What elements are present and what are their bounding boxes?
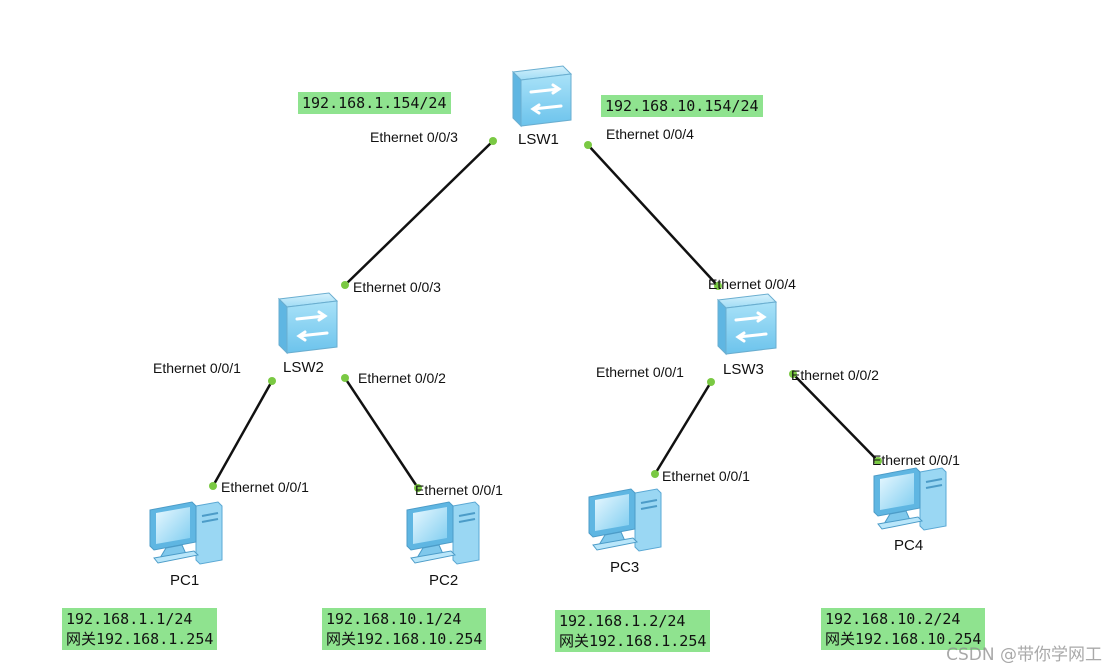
ip-pc4: 192.168.10.2/24: [825, 610, 961, 628]
gateway-pc2: 网关192.168.10.254: [326, 630, 483, 648]
port-dot-lsw2-p3: [341, 281, 349, 289]
port-label-lsw2-p3: Ethernet 0/0/3: [353, 279, 441, 295]
port-dot-pc4-p1: [874, 457, 882, 465]
ip-pc3: 192.168.1.2/24: [559, 612, 686, 630]
port-dot-lsw1-p3: [489, 137, 497, 145]
port-label-pc1-p1: Ethernet 0/0/1: [221, 479, 309, 495]
pc2-label: PC2: [429, 572, 459, 589]
pc2-computer-icon[interactable]: [403, 496, 485, 570]
port-label-lsw3-p1: Ethernet 0/0/1: [596, 364, 684, 380]
port-label-lsw1-p3: Ethernet 0/0/3: [370, 129, 458, 145]
link-lsw3-pc3: [653, 381, 713, 475]
port-label-lsw2-p2: Ethernet 0/0/2: [358, 370, 446, 386]
port-label-pc4-p1: Ethernet 0/0/1: [872, 452, 960, 468]
ip-box-pc3: 192.168.1.2/24 网关192.168.1.254: [555, 610, 711, 652]
port-dot-pc2-p1: [414, 484, 422, 492]
link-lsw1-lsw2: [344, 140, 494, 286]
ip-box-pc4: 192.168.10.2/24 网关192.168.10.254: [821, 608, 986, 650]
pc4-label: PC4: [894, 537, 924, 554]
ip-box-pc1: 192.168.1.1/24 网关192.168.1.254: [62, 608, 218, 650]
gateway-pc1: 网关192.168.1.254: [66, 630, 214, 648]
ip-box-pc2: 192.168.10.1/24 网关192.168.10.254: [322, 608, 487, 650]
lsw1-switch-icon[interactable]: [505, 62, 575, 128]
link-lsw1-lsw3: [587, 144, 719, 287]
lsw2-switch-icon[interactable]: [271, 289, 341, 355]
port-dot-pc3-p1: [651, 470, 659, 478]
lsw2-label: LSW2: [283, 359, 324, 376]
port-label-lsw3-p2: Ethernet 0/0/2: [791, 367, 879, 383]
port-dot-pc1-p1: [209, 482, 217, 490]
ip-box-lsw1-left: 192.168.1.154/24: [298, 92, 451, 114]
ip-lsw1-right: 192.168.10.154/24: [605, 97, 759, 115]
pc4-computer-icon[interactable]: [870, 462, 952, 536]
port-dot-lsw3-p4: [714, 282, 722, 290]
gateway-pc3: 网关192.168.1.254: [559, 632, 707, 650]
port-label-lsw3-p4: Ethernet 0/0/4: [708, 276, 796, 292]
lsw3-switch-icon[interactable]: [710, 290, 780, 356]
pc1-label: PC1: [170, 572, 200, 589]
pc3-computer-icon[interactable]: [585, 483, 667, 557]
port-dot-lsw2-p1: [268, 377, 276, 385]
port-dot-lsw2-p2: [341, 374, 349, 382]
link-lsw2-pc2: [343, 377, 420, 489]
port-label-pc2-p1: Ethernet 0/0/1: [415, 482, 503, 498]
lsw3-label: LSW3: [723, 361, 764, 378]
port-label-lsw1-p4: Ethernet 0/0/4: [606, 126, 694, 142]
pc1-computer-icon[interactable]: [146, 496, 228, 570]
lsw1-label: LSW1: [518, 131, 559, 148]
link-lsw3-pc4: [792, 373, 879, 462]
link-lsw2-pc1: [211, 380, 274, 487]
ip-pc1: 192.168.1.1/24: [66, 610, 193, 628]
port-label-pc3-p1: Ethernet 0/0/1: [662, 468, 750, 484]
watermark: CSDN @带你学网工: [946, 645, 1102, 665]
ip-lsw1-left: 192.168.1.154/24: [302, 94, 447, 112]
port-dot-lsw3-p1: [707, 378, 715, 386]
port-label-lsw2-p1: Ethernet 0/0/1: [153, 360, 241, 376]
gateway-pc4: 网关192.168.10.254: [825, 630, 982, 648]
ip-pc2: 192.168.10.1/24: [326, 610, 462, 628]
pc3-label: PC3: [610, 559, 640, 576]
port-dot-lsw3-p2: [789, 370, 797, 378]
port-dot-lsw1-p4: [584, 141, 592, 149]
ip-box-lsw1-right: 192.168.10.154/24: [601, 95, 763, 117]
